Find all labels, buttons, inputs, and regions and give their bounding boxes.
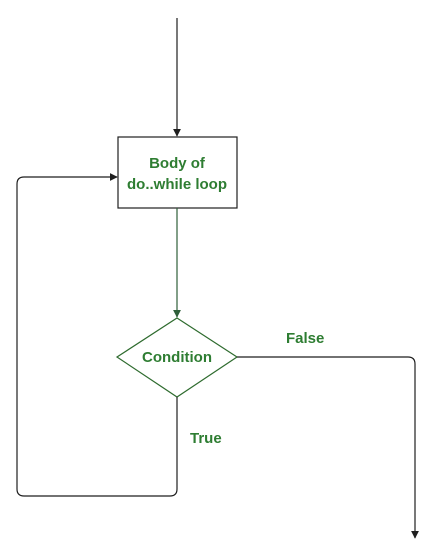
- process-box: [117, 136, 238, 209]
- true-label: True: [190, 430, 222, 447]
- decision-label: Condition: [142, 349, 212, 366]
- true-loop-back-arrow: [16, 173, 178, 497]
- false-branch-arrow: [237, 356, 419, 539]
- false-label: False: [286, 330, 324, 347]
- process-label-line1: Body of: [149, 155, 206, 172]
- process-label-line2: do..while loop: [127, 176, 227, 193]
